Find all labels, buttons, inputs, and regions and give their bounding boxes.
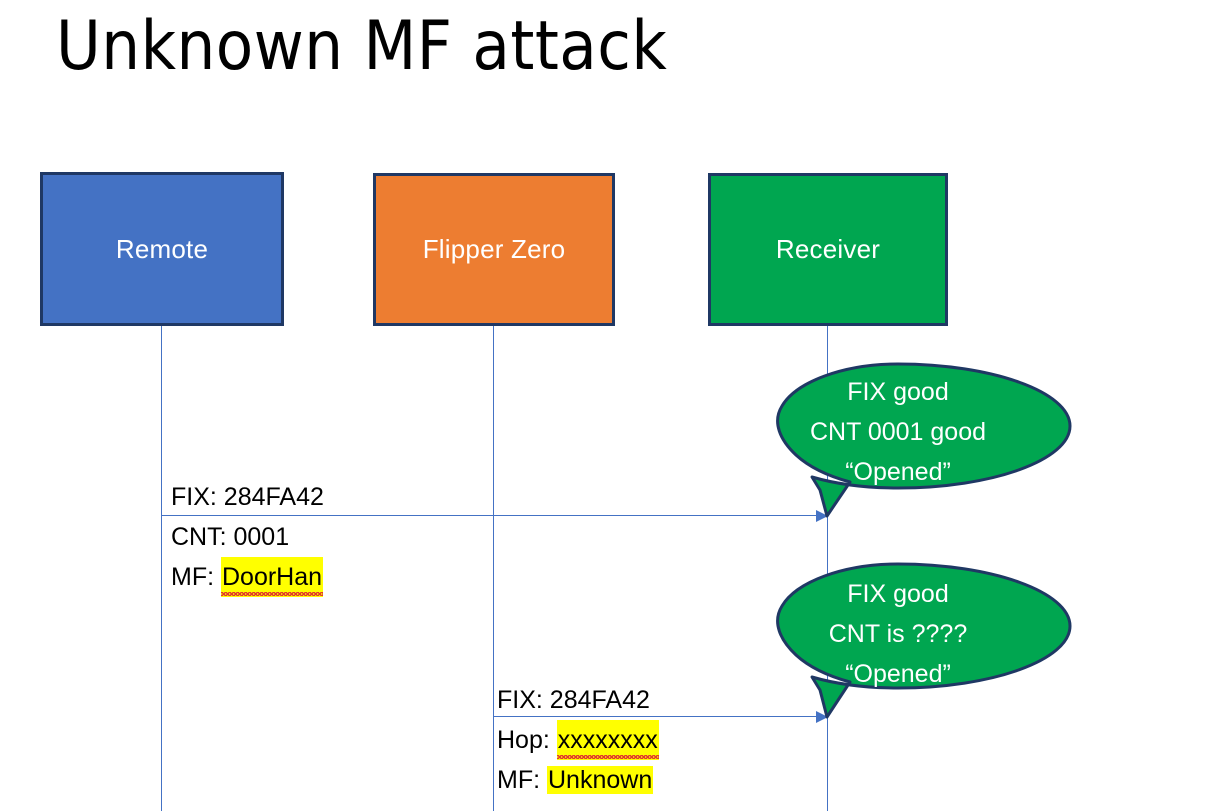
lifeline-remote [161, 325, 162, 811]
message-line-value: 284FA42 [223, 483, 324, 511]
message-line-prefix: CNT: [171, 523, 234, 551]
lifeline-receiver [827, 325, 828, 811]
lifeline-flipper [493, 325, 494, 811]
message-line-value-highlighted: DoorHan [221, 557, 324, 597]
callout-bubble-receiver-response-2: FIX good CNT is ???? “Opened” [724, 562, 1072, 722]
message-line-mf: MF: Unknown [497, 760, 659, 800]
actor-label-flipper-zero: Flipper Zero [422, 234, 566, 264]
message-line-hop: Hop: xxxxxxxx [497, 720, 659, 760]
actor-box-flipper-zero[interactable]: Flipper Zero [373, 173, 615, 326]
message-line-prefix: FIX: [497, 686, 550, 714]
actor-label-remote: Remote [115, 233, 209, 264]
message-line-value-highlighted: Unknown [547, 766, 654, 794]
message-line-value-highlighted: xxxxxxxx [556, 720, 659, 760]
message-line-value: 284FA42 [549, 686, 650, 714]
actor-label-receiver: Receiver [775, 234, 881, 264]
callout-shape [776, 362, 1072, 518]
message-line-cnt: CNT: 0001 [171, 517, 324, 557]
message-line-fix: FIX: 284FA42 [497, 680, 659, 720]
actor-box-receiver[interactable]: Receiver [708, 173, 948, 326]
arrow-shaft [161, 515, 818, 516]
callout-shape [776, 562, 1072, 719]
callout-bubble-receiver-response-1: FIX good CNT 0001 good “Opened” [724, 362, 1072, 520]
message-line-prefix: MF: [497, 766, 547, 794]
message-line-fix: FIX: 284FA42 [171, 477, 324, 517]
message-label-block-1: FIX: 284FA42 CNT: 0001 MF: DoorHan [171, 477, 324, 597]
message-line-value: 0001 [233, 523, 290, 551]
actor-box-remote[interactable]: Remote [40, 172, 284, 326]
message-line-prefix: FIX: [171, 483, 224, 511]
message-line-mf: MF: DoorHan [171, 557, 324, 597]
page-title: Unknown MF attack [56, 7, 668, 86]
message-line-prefix: Hop: [497, 726, 557, 754]
message-line-prefix: MF: [171, 563, 221, 591]
arrow-shaft [493, 716, 818, 717]
message-label-block-2: FIX: 284FA42 Hop: xxxxxxxx MF: Unknown [497, 680, 659, 800]
